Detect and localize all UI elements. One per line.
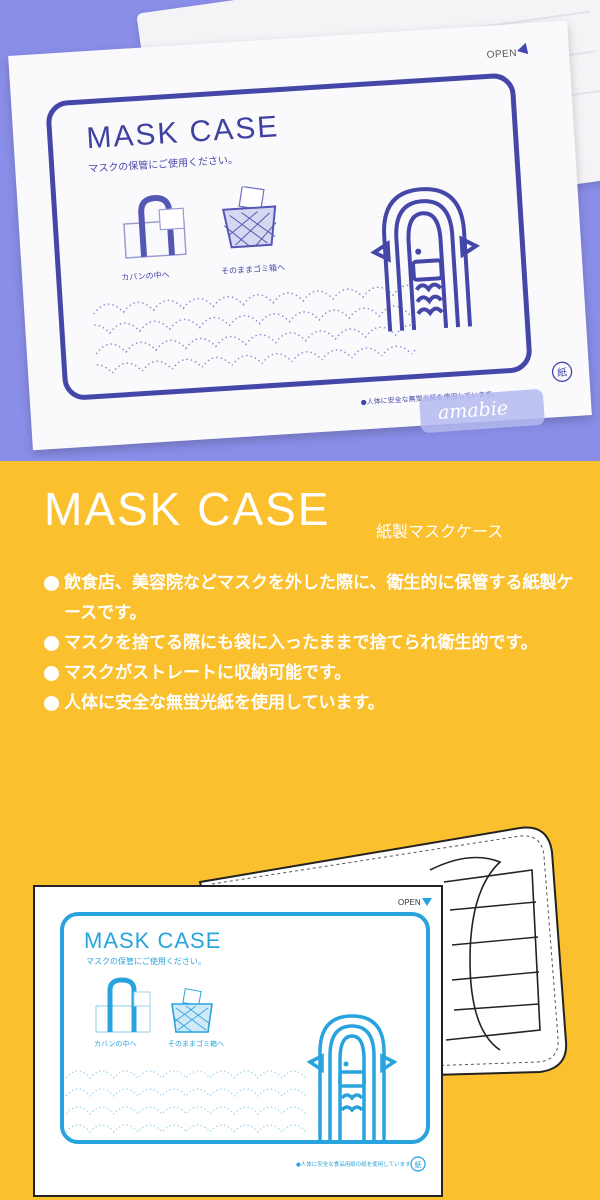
illustration-envelope: OPEN MASK CASE マスクの保管にご使用ください。 カバンの中へ その… xyxy=(33,885,443,1197)
bullet-icon xyxy=(44,666,59,681)
illus-safety-notice: ●人体に安全な食品用紙の紙を使用しています。 xyxy=(296,1160,416,1168)
feature-text: マスクがストレートに収納可能です。 xyxy=(64,663,352,683)
paper-recycle-icon: 紙 xyxy=(551,361,573,382)
illus-wave-pattern xyxy=(65,1070,307,1133)
illus-trash-basket-icon xyxy=(171,988,213,1033)
illus-envelope-title: MASK CASE xyxy=(84,928,221,953)
illus-caption-trash: そのままゴミ箱へ xyxy=(168,1039,224,1048)
feature-item: 飲食店、美容院などマスクを外した際に、衛生的に保管する紙製ケースです。 xyxy=(44,568,574,628)
feature-text: 人体に安全な無蛍光紙を使用しています。 xyxy=(64,693,385,713)
illus-amabie-eye xyxy=(343,1061,349,1067)
feature-text: 飲食店、美容院などマスクを外した際に、衛生的に保管する紙製ケースです。 xyxy=(64,573,574,623)
feature-item: マスクを捨てる際にも袋に入ったままで捨てられ衛生的です。 xyxy=(44,628,574,658)
wave-pattern xyxy=(92,284,417,375)
illus-recycle-mark-text: 紙 xyxy=(415,1160,422,1169)
feature-item: 人体に安全な無蛍光紙を使用しています。 xyxy=(44,688,574,718)
open-arrow-icon xyxy=(517,42,533,59)
open-label: OPEN xyxy=(486,48,518,61)
bullet-icon xyxy=(44,636,59,651)
mask-case-illustration: OPEN MASK CASE マスクの保管にご使用ください。 カバンの中へ その… xyxy=(33,826,568,1197)
brand-badge-text: amabie xyxy=(437,397,509,425)
illus-open-label: OPEN xyxy=(398,898,421,907)
brand-badge: amabie xyxy=(418,388,546,434)
product-photo: OPEN MASK CASE マスクの保管にご使用ください。 カバンの中へ その… xyxy=(0,0,600,461)
feature-item: マスクがストレートに収納可能です。 xyxy=(44,658,574,688)
bag-icon xyxy=(123,195,187,259)
mask-case-envelope: OPEN MASK CASE マスクの保管にご使用ください。 カバンの中へ その… xyxy=(8,20,592,451)
illus-envelope-subtitle: マスクの保管にご使用ください。 xyxy=(86,956,206,966)
product-subheading: 紙製マスクケース xyxy=(376,522,504,541)
illus-bag-icon xyxy=(95,977,151,1033)
illus-open-arrow-icon xyxy=(422,898,432,906)
feature-text: マスクを捨てる際にも袋に入ったままで捨てられ衛生的です。 xyxy=(64,633,538,653)
recycle-mark-text: 紙 xyxy=(557,366,568,380)
caption-trash: そのままゴミ箱へ xyxy=(220,263,286,277)
envelope-title: MASK CASE xyxy=(85,110,281,156)
illus-amabie-icon xyxy=(306,1014,398,1142)
illus-caption-bag: カバンの中へ xyxy=(94,1039,136,1048)
product-heading: MASK CASE xyxy=(44,483,331,535)
caption-bag: カバンの中へ xyxy=(121,270,170,283)
bullet-icon xyxy=(44,576,59,591)
amabie-icon xyxy=(370,187,481,332)
feature-list: 飲食店、美容院などマスクを外した際に、衛生的に保管する紙製ケースです。 マスクを… xyxy=(44,568,574,718)
illus-paper-recycle-icon: 紙 xyxy=(410,1156,426,1172)
trash-basket-icon xyxy=(222,185,277,249)
envelope-print-frame: MASK CASE マスクの保管にご使用ください。 カバンの中へ そのままゴミ箱… xyxy=(45,72,534,402)
bullet-icon xyxy=(44,696,59,711)
